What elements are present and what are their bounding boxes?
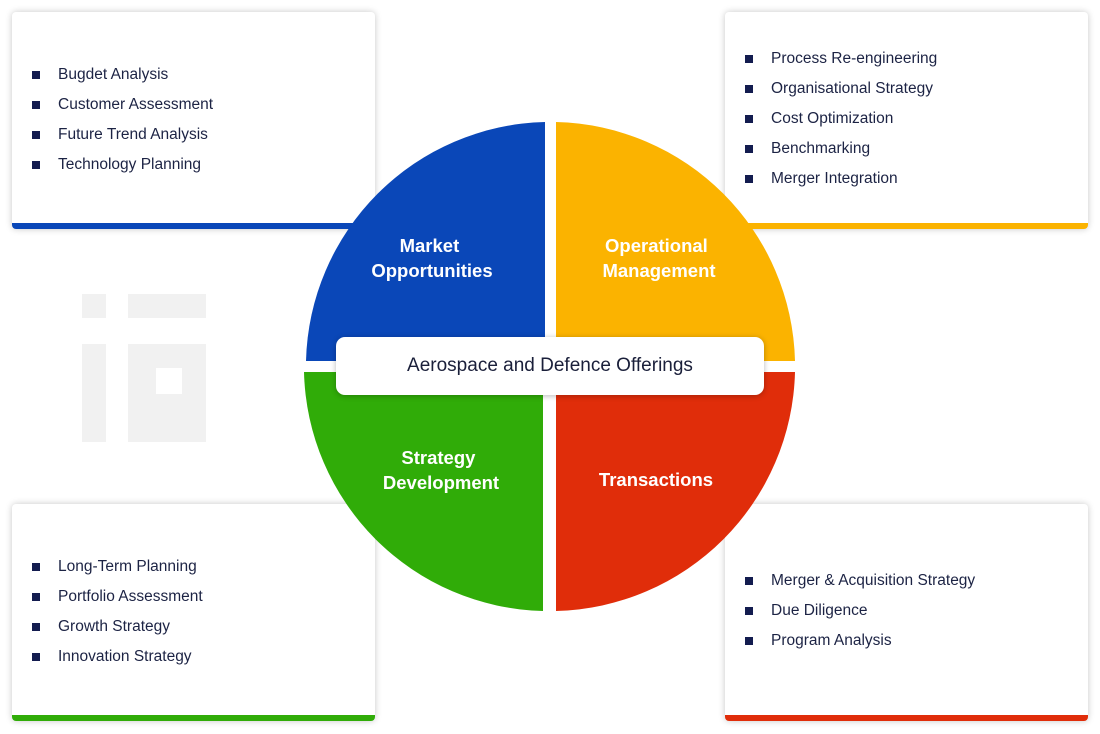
market-opportunities-quadrant (306, 122, 545, 361)
square-bullet-icon (32, 563, 40, 571)
square-bullet-icon (32, 623, 40, 631)
list-item: Bugdet Analysis (32, 60, 213, 90)
list-item: Customer Assessment (32, 90, 213, 120)
iq-logo-watermark-icon (82, 294, 206, 442)
transactions-list: Merger & Acquisition Strategy Due Dilige… (745, 566, 975, 656)
square-bullet-icon (745, 145, 753, 153)
center-title: Aerospace and Defence Offerings (407, 355, 693, 376)
square-bullet-icon (32, 101, 40, 109)
square-bullet-icon (745, 577, 753, 585)
list-item: Due Diligence (745, 596, 975, 626)
list-item: Merger & Acquisition Strategy (745, 566, 975, 596)
square-bullet-icon (745, 115, 753, 123)
square-bullet-icon (745, 637, 753, 645)
market-opportunities-card: Bugdet Analysis Customer Assessment Futu… (12, 12, 375, 229)
square-bullet-icon (32, 593, 40, 601)
card-accent-bar-green (12, 715, 375, 721)
market-opportunities-list: Bugdet Analysis Customer Assessment Futu… (32, 60, 213, 180)
list-item: Portfolio Assessment (32, 582, 203, 612)
list-item: Long-Term Planning (32, 552, 203, 582)
list-item: Merger Integration (745, 164, 937, 194)
transactions-quadrant (556, 372, 795, 611)
transactions-card: Merger & Acquisition Strategy Due Dilige… (725, 504, 1088, 721)
square-bullet-icon (32, 131, 40, 139)
center-title-box: Aerospace and Defence Offerings (336, 337, 764, 395)
list-item: Benchmarking (745, 134, 937, 164)
square-bullet-icon (745, 55, 753, 63)
strategy-development-label: Strategy Development (383, 447, 499, 493)
list-item: Cost Optimization (745, 104, 937, 134)
market-opportunities-label: Market Opportunities (371, 235, 492, 281)
operational-management-label: Operational Management (602, 235, 715, 281)
transactions-label: Transactions (599, 469, 713, 490)
operational-management-list: Process Re-engineering Organisational St… (745, 44, 937, 194)
offerings-wheel: Market Opportunities Operational Managem… (304, 122, 795, 611)
list-item: Process Re-engineering (745, 44, 937, 74)
list-item: Organisational Strategy (745, 74, 937, 104)
list-item: Growth Strategy (32, 612, 203, 642)
strategy-development-card: Long-Term Planning Portfolio Assessment … (12, 504, 375, 721)
square-bullet-icon (32, 161, 40, 169)
list-item: Innovation Strategy (32, 642, 203, 672)
card-accent-bar-yellow (725, 223, 1088, 229)
operational-management-quadrant (556, 122, 795, 361)
card-accent-bar-blue (12, 223, 375, 229)
operational-management-card: Process Re-engineering Organisational St… (725, 12, 1088, 229)
square-bullet-icon (32, 71, 40, 79)
square-bullet-icon (745, 85, 753, 93)
card-accent-bar-red (725, 715, 1088, 721)
list-item: Future Trend Analysis (32, 120, 213, 150)
strategy-development-list: Long-Term Planning Portfolio Assessment … (32, 552, 203, 672)
list-item: Program Analysis (745, 626, 975, 656)
square-bullet-icon (745, 607, 753, 615)
square-bullet-icon (32, 653, 40, 661)
list-item: Technology Planning (32, 150, 213, 180)
square-bullet-icon (745, 175, 753, 183)
strategy-development-quadrant (304, 372, 543, 611)
